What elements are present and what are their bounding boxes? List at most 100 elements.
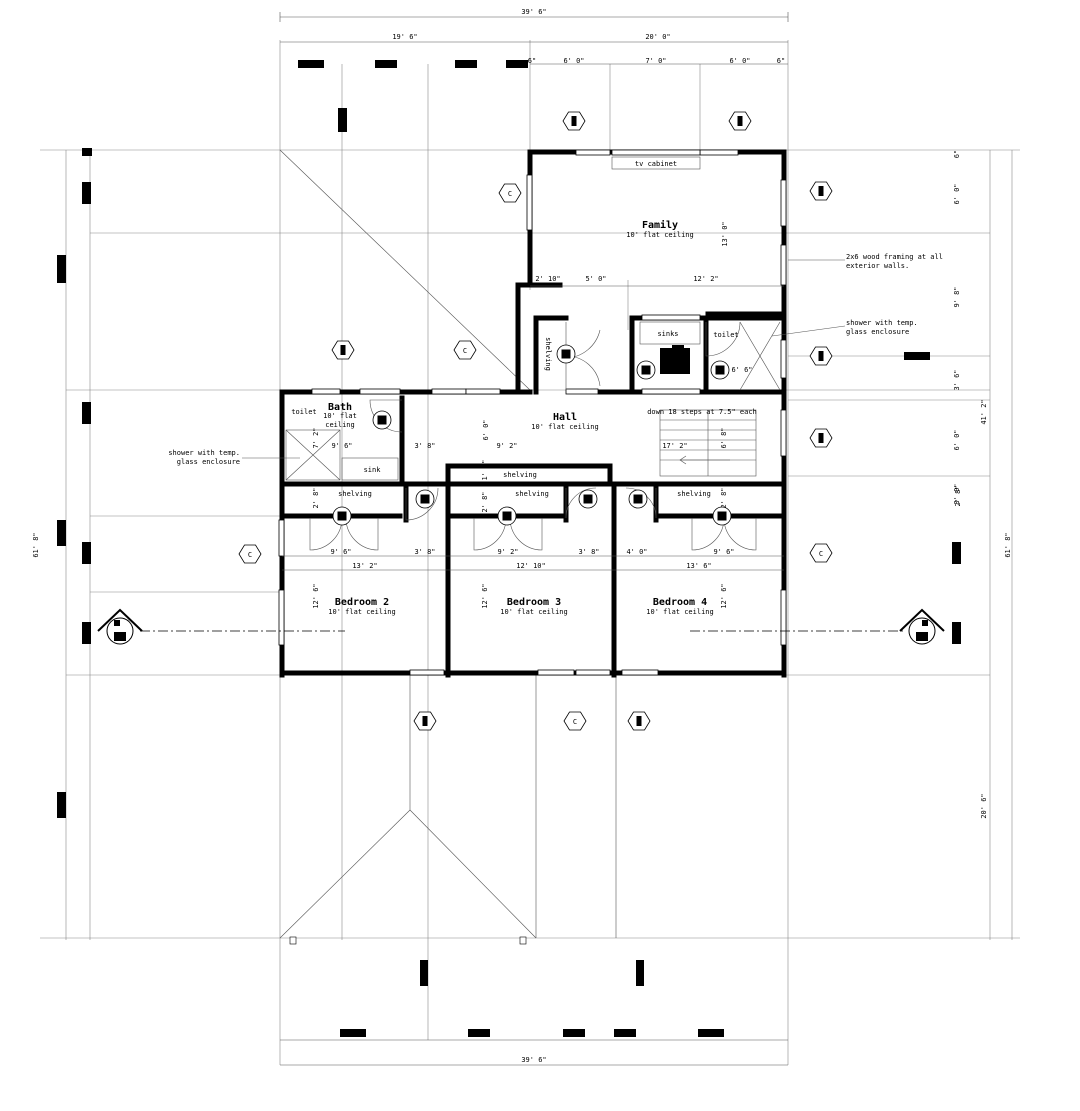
dim-bed-r1d: 3' 8" <box>578 548 599 556</box>
dim-right-r6: 3' 0" <box>953 483 961 504</box>
room-hall-ceiling: 10' flat ceiling <box>531 423 598 431</box>
notes: 2x6 wood framing at all exterior walls. … <box>168 253 943 466</box>
beam-marker <box>614 1029 636 1037</box>
dim-toilet-w: 6' 6" <box>731 366 752 374</box>
dim-right-r2: 6' 0" <box>953 183 961 204</box>
fixture-symbol <box>717 511 727 521</box>
post-symbol <box>818 186 824 196</box>
dim-top-right: 20' 0" <box>645 33 670 41</box>
room-bath-ceiling-1: 10' flat <box>323 412 357 420</box>
dim-bath-w: 9' 6" <box>331 442 352 450</box>
dim-bed3-h: 12' 6" <box>481 583 489 608</box>
dim-family-w3: 12' 2" <box>693 275 718 283</box>
dim-closet-c: 1' 2" <box>481 459 489 480</box>
dim-right-r4: 3' 6" <box>953 369 961 390</box>
column-marker-label: C <box>508 190 512 198</box>
dim-family-h: 13' 0" <box>721 221 729 246</box>
fixture-symbol <box>583 494 593 504</box>
beam-marker <box>82 402 91 424</box>
dim-bed-r1b: 3' 8" <box>414 548 435 556</box>
post-symbol <box>340 345 346 355</box>
beam-marker <box>82 622 91 644</box>
dim-closet-b: 2' 8" <box>481 491 489 512</box>
interior-dimensions: 2' 10" 5' 0" 12' 2" 13' 0" 7' 2" 9' 6" 3… <box>282 221 962 609</box>
beam-marker <box>952 542 961 564</box>
fixture-symbol <box>420 494 430 504</box>
dim-top-overall: 39' 6" <box>521 8 546 16</box>
beam-marker <box>57 255 66 283</box>
fixture-symbol <box>715 365 725 375</box>
beam-marker <box>455 60 477 68</box>
dim-top-small-left: 6" <box>528 57 536 65</box>
beam-marker <box>904 352 930 360</box>
dim-bed2-h: 12' 6" <box>312 583 320 608</box>
room-bedroom3-ceiling: 10' flat ceiling <box>500 608 567 616</box>
fixtures <box>660 345 690 374</box>
fixture-symbol <box>641 365 651 375</box>
room-bedroom4-name: Bedroom 4 <box>653 597 707 608</box>
room-bath-name: Bath <box>328 402 352 413</box>
column-marker <box>498 183 522 203</box>
note-shower-right-2: glass enclosure <box>846 328 909 336</box>
fixture-symbol <box>377 415 387 425</box>
dim-bed-r1e: 4' 0" <box>626 548 647 556</box>
dim-bath-h: 7' 2" <box>312 427 320 448</box>
fixture-symbol <box>337 511 347 521</box>
room-family-name: Family <box>642 219 678 231</box>
shelving-b4-label: shelving <box>677 490 711 498</box>
room-bedroom2-name: Bedroom 2 <box>335 597 389 608</box>
beam-marker <box>698 1029 724 1037</box>
room-hall-name: Hall <box>553 412 577 423</box>
beam-marker <box>952 622 961 644</box>
section-markers <box>97 608 945 645</box>
beam-marker <box>420 960 428 986</box>
room-labels: Family 10' flat ceiling Hall 10' flat ce… <box>323 219 714 616</box>
dim-bed2-w: 13' 2" <box>352 562 377 570</box>
dim-family-w2: 5' 0" <box>585 275 606 283</box>
dim-bed4-w: 13' 6" <box>686 562 711 570</box>
dim-bottom-overall: 39' 6" <box>521 1056 546 1064</box>
post-symbol <box>818 433 824 443</box>
walls <box>279 149 787 678</box>
room-bedroom2-ceiling: 10' flat ceiling <box>328 608 395 616</box>
dim-closet-d: 2' 8" <box>720 487 728 508</box>
fixture-symbol <box>502 511 512 521</box>
section-marker-left <box>97 608 143 645</box>
fixture-symbol <box>561 349 571 359</box>
section-marker-right <box>899 608 945 645</box>
windows <box>278 149 787 676</box>
dim-hall-h: 6' 0" <box>482 419 490 440</box>
room-family-ceiling: 10' flat ceiling <box>626 231 693 239</box>
dim-hall-w2: 9' 2" <box>496 442 517 450</box>
dim-top-s2: 7' 0" <box>645 57 666 65</box>
note-framing-2: exterior walls. <box>846 262 909 270</box>
shelving-hall-label: shelving <box>503 471 537 479</box>
dim-right-overall: 61' 8" <box>1004 532 1012 557</box>
post-symbol <box>818 351 824 361</box>
bottom-dimensions: 39' 6" <box>280 936 788 1066</box>
dim-closet-a: 2' 8" <box>312 487 320 508</box>
column-marker <box>809 543 833 563</box>
side-dimensions: 61' 8" 61' 8" 41' 2" 20' 6" 6" 6' 0" 9' … <box>32 108 1012 819</box>
beam-marker <box>375 60 397 68</box>
note-shower-left-2: glass enclosure <box>177 458 240 466</box>
stairs-label: down 18 steps at 7.5" each <box>647 408 757 416</box>
post-marker <box>289 936 297 945</box>
dim-left-overall: 61' 8" <box>32 532 40 557</box>
dim-top-s1: 6' 0" <box>563 57 584 65</box>
dim-bed-r1f: 9' 6" <box>713 548 734 556</box>
shelving-b3-label: shelving <box>515 490 549 498</box>
shelving-b2-label: shelving <box>338 490 372 498</box>
beam-marker <box>338 108 347 132</box>
dim-right-r5: 6' 0" <box>953 429 961 450</box>
sinks-label: sinks <box>657 330 678 338</box>
post-symbol <box>571 116 577 126</box>
fixture-symbol <box>633 494 643 504</box>
dim-right-r1: 6" <box>953 150 961 158</box>
beam-marker <box>636 960 644 986</box>
note-shower-left-1: shower with temp. <box>168 449 240 457</box>
dim-family-w1: 2' 10" <box>535 275 560 283</box>
toilet-master-label: toilet <box>713 331 738 339</box>
